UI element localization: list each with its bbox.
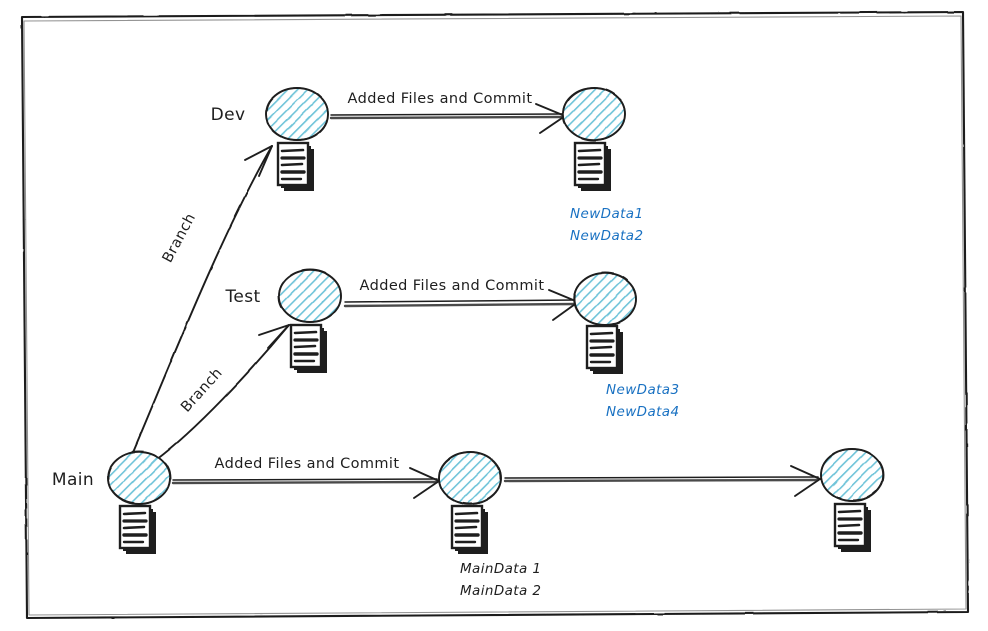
test-row: Test Added Files and Commit: [224, 269, 679, 420]
dev-data-label-1: NewData1: [570, 206, 643, 222]
dev-head-docs-icon: [276, 141, 314, 191]
branch-arrow-test-label: Branch: [178, 365, 226, 415]
main-data-label-2: MainData 2: [460, 583, 541, 599]
dev-branch-label: Dev: [211, 105, 246, 125]
dev-row: Dev Added Files and Commit: [211, 87, 643, 244]
test-edge-arrow: Added Files and Commit: [343, 278, 579, 321]
main-commit-1-node[interactable]: [438, 451, 502, 505]
diagram-frame: [20, 10, 970, 620]
main-edge-1-arrow: Added Files and Commit: [171, 456, 440, 499]
main-commit-1-docs-icon: [450, 504, 488, 554]
dev-edge-arrow: Added Files and Commit: [329, 91, 566, 134]
branch-arrow-test: Branch: [155, 324, 290, 461]
test-head-docs-icon: [289, 323, 327, 373]
branch-arrow-dev-label: Branch: [160, 211, 199, 266]
main-branch-label: Main: [52, 470, 94, 490]
dev-edge-label: Added Files and Commit: [348, 91, 533, 107]
main-row: Main Added Files and Commit: [52, 448, 884, 599]
main-edge-2-arrow: [503, 465, 821, 497]
main-commit-2-docs-icon: [833, 502, 871, 552]
main-data-label-1: MainData 1: [460, 561, 541, 577]
dev-data-label-2: NewData2: [570, 228, 643, 244]
test-head-node[interactable]: [278, 269, 342, 323]
main-edge-1-label: Added Files and Commit: [215, 456, 400, 472]
test-edge-label: Added Files and Commit: [360, 278, 545, 294]
dev-commit-1-docs-icon: [573, 141, 611, 191]
main-head-docs-icon: [118, 504, 156, 554]
dev-commit-1-node[interactable]: [562, 87, 626, 141]
test-commit-1-docs-icon: [585, 324, 623, 374]
dev-head-node[interactable]: [265, 87, 329, 141]
test-commit-1-node[interactable]: [573, 272, 637, 326]
main-commit-2-node[interactable]: [820, 448, 884, 502]
main-head-node[interactable]: [107, 451, 171, 505]
test-branch-label: Test: [224, 287, 260, 307]
test-data-label-2: NewData4: [606, 404, 679, 420]
test-data-label-1: NewData3: [606, 382, 679, 398]
